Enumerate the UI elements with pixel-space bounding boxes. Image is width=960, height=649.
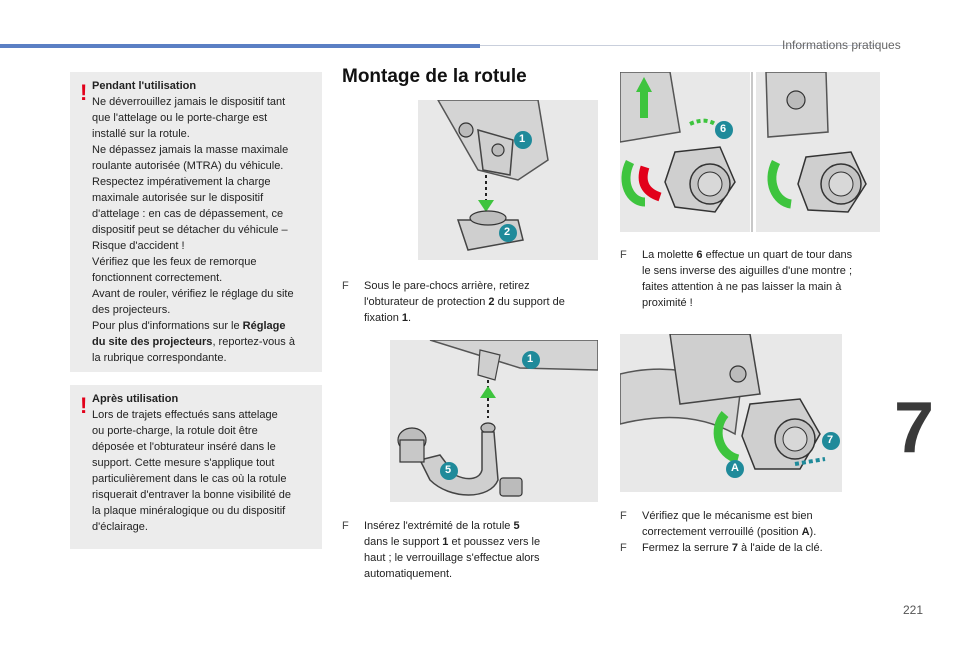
locked-knob-illustration [756,72,880,232]
tow-ball-illustration [390,340,598,502]
warning-line: Ne déverrouillez jamais le dispositif ta… [92,96,286,108]
warning-line: Vérifiez que les feux de remorque [92,256,257,268]
warning-line: installé sur la rotule. [92,128,190,140]
figure-insert-ball: 1 5 [390,340,598,502]
warning-line: ou porte-charge, la rotule doit être [92,425,258,437]
warning-line: Avant de rouler, vérifiez le réglage du … [92,288,294,300]
section-title: Informations pratiques [782,38,901,52]
callout-label-5: 5 [445,464,452,476]
warning-line: roulante autorisée (MTRA) du véhicule. [92,160,284,172]
callout-label-2: 2 [504,226,511,238]
bullet: F [342,280,349,292]
warning-heading: Pendant l'utilisation [92,80,197,92]
warning-line: particulièrement dans le cas où la rotul… [92,473,287,485]
header-accent-bar [0,44,480,48]
header-rule [480,45,880,46]
bullet: F [620,249,627,261]
callout-label-a: A [731,462,739,474]
lock-position-illustration [620,334,842,492]
warning-icon: ! [80,80,88,105]
bullet: F [620,542,627,554]
page-title: Montage de la rotule [342,66,527,87]
warning-line: dispositif peut se détacher du véhicule … [92,224,288,236]
warning-text: Pendant l'utilisation Ne déverrouillez j… [92,78,314,366]
warning-line: d'attelage : en cas de dépassement, ce [92,208,284,220]
warning-line: Lors de trajets effectués sans attelage [92,409,278,421]
warning-icon: ! [80,393,88,418]
warning-reference: Pour plus d'informations sur le Réglage [92,320,286,332]
warning-line: déposée et l'obturateur inséré dans le [92,441,276,453]
bullet: F [620,510,627,522]
page-number: 221 [903,603,924,617]
warning-line: Ne dépassez jamais la masse maximale [92,144,289,156]
warning-line: la rubrique correspondante. [92,352,227,364]
hitch-cap-illustration [418,100,598,260]
warning-line: maximale autorisée sur le dispositif [92,192,264,204]
warning-line: Respectez impérativement la charge [92,176,271,188]
warning-box-after-use: ! Après utilisation Lors de trajets effe… [70,385,322,549]
warning-line: risquerait d'entraver la bonne visibilit… [92,489,291,501]
callout-label-1: 1 [519,133,526,145]
warning-text: Après utilisation Lors de trajets effect… [92,391,314,535]
figure-lock-check: 7 A [620,334,842,492]
warning-line: que l'attelage ou le porte-charge est [92,112,268,124]
callout-label-7: 7 [827,434,834,446]
figure-knob-locked [756,72,880,232]
warning-reference: du site des projecteurs, reportez-vous à [92,336,295,348]
callout-label-1: 1 [527,353,534,365]
locking-knob-illustration [620,72,750,232]
warning-heading: Après utilisation [92,393,179,405]
figure-knob-rotation: 6 [620,72,750,232]
chapter-number: 7 [894,388,935,468]
callout-label-6: 6 [720,123,727,135]
figure-remove-cap: 1 2 [418,100,598,260]
warning-line: Risque d'accident ! [92,240,185,252]
warning-box-during-use: ! Pendant l'utilisation Ne déverrouillez… [70,72,322,372]
figure-divider [751,72,753,232]
warning-line: fonctionnent correctement. [92,272,223,284]
warning-line: support. Cette mesure s'applique tout [92,457,275,469]
bullet: F [342,520,349,532]
warning-line: d'éclairage. [92,521,148,533]
warning-line: des projecteurs. [92,304,171,316]
warning-line: la plaque minéralogique ou du dispositif [92,505,286,517]
